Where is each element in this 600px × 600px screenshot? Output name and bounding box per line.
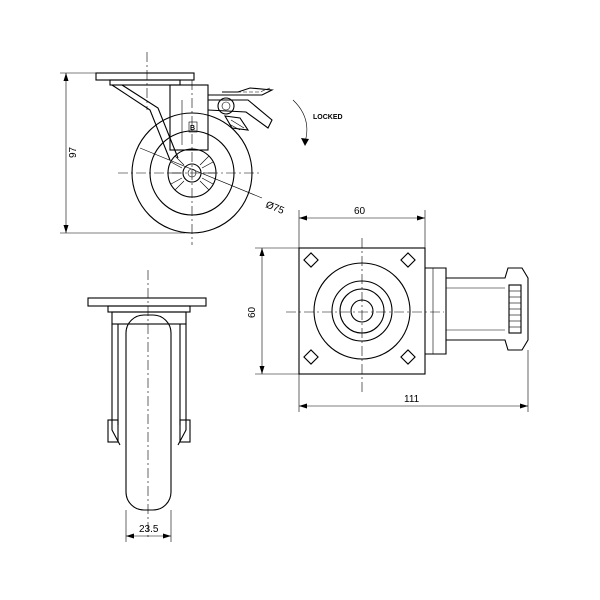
front-view: 23.5 xyxy=(87,270,207,542)
height-arrow-bottom xyxy=(63,225,69,233)
brake-pivot-inner xyxy=(221,101,231,111)
front-top-plate xyxy=(87,297,207,307)
front-axle-nut-right xyxy=(179,419,191,443)
top-swivel-inner xyxy=(339,288,385,334)
top-plate xyxy=(298,247,426,375)
brake-mark-box xyxy=(188,121,198,133)
front-swivel-race xyxy=(107,305,191,313)
top-view: 60 60 111 xyxy=(247,206,529,412)
plate-height-label: 60 xyxy=(247,306,258,318)
side-wheel-hub xyxy=(167,148,217,198)
plate-width-arrow-left xyxy=(299,215,307,221)
locked-rotation-arrowhead xyxy=(301,138,309,146)
top-lever-collar xyxy=(425,267,447,355)
side-wheel-outer xyxy=(131,112,253,234)
plate-height-arrow-bottom xyxy=(259,366,265,374)
side-view: B Ø75 xyxy=(60,52,343,245)
brake-pad xyxy=(223,115,250,131)
brake-pad-hatch-2 xyxy=(228,123,241,131)
top-lever-arm xyxy=(446,267,529,351)
bolt-slot-top-right xyxy=(400,252,416,268)
side-fork-arm-front xyxy=(111,84,171,161)
locked-label: LOCKED xyxy=(313,114,343,121)
bolt-slot-top-left xyxy=(303,252,319,268)
side-fork-arm-inner xyxy=(121,84,179,159)
side-swivel-race xyxy=(109,79,181,86)
front-wheel xyxy=(125,314,172,511)
top-swivel-rivet xyxy=(350,299,374,323)
front-fork-leg-right-outer xyxy=(177,324,187,446)
total-length-label: 111 xyxy=(404,394,420,405)
bolt-slot-bottom-right xyxy=(400,349,416,365)
diameter-leader-line xyxy=(139,147,263,199)
hub-spokes xyxy=(169,155,215,191)
brake-mark-label: B xyxy=(190,125,195,132)
brake-lever-arm xyxy=(207,99,273,129)
total-length-arrow-right xyxy=(520,403,528,409)
height-label: 97 xyxy=(68,146,79,158)
grip-ridges xyxy=(509,290,521,328)
total-length-arrow-left xyxy=(299,403,307,409)
brake-pivot-outer xyxy=(217,97,235,115)
wheel-width-arrow-left xyxy=(126,533,134,539)
bolt-slot-bottom-left xyxy=(303,349,319,365)
side-wheel-tread-inner xyxy=(149,130,235,216)
plate-width-label: 60 xyxy=(354,206,366,217)
locked-rotation-arc xyxy=(292,99,308,143)
front-axle-nut-left xyxy=(107,419,119,443)
front-fork-crown xyxy=(111,311,187,325)
height-arrow-top xyxy=(63,73,69,81)
top-swivel-middle xyxy=(331,280,393,342)
side-fork-body xyxy=(169,84,209,151)
brake-lever-top xyxy=(208,87,274,96)
front-fork-leg-left-outer xyxy=(111,324,121,446)
wheel-width-label: 23.5 xyxy=(139,524,159,535)
wheel-width-arrow-right xyxy=(163,533,171,539)
side-top-plate xyxy=(95,72,195,81)
plate-width-arrow-right xyxy=(417,215,425,221)
wheel-diameter-label: Ø75 xyxy=(264,200,286,217)
plate-height-arrow-top xyxy=(259,248,265,256)
top-swivel-outer xyxy=(313,262,411,360)
brake-pad-hatch-1 xyxy=(230,119,245,129)
brake-lever-locked-outline xyxy=(225,87,271,93)
